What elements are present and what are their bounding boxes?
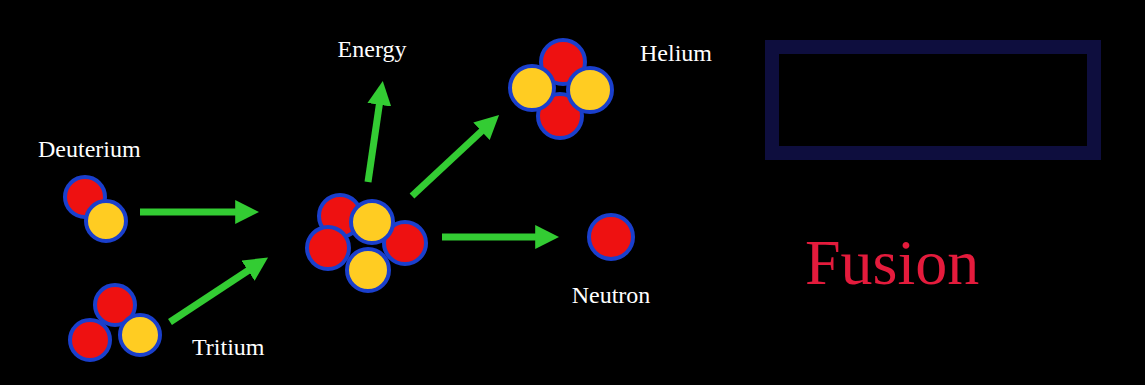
atom: Helium bbox=[507, 37, 615, 141]
particle bbox=[70, 320, 110, 360]
arrow bbox=[170, 268, 252, 322]
dark-frame bbox=[772, 47, 1094, 153]
particle bbox=[120, 315, 160, 355]
arrow bbox=[442, 234, 540, 241]
atom: Neutron bbox=[586, 212, 636, 262]
particle bbox=[86, 201, 126, 241]
particle bbox=[510, 66, 554, 110]
atom-label: Tritium bbox=[192, 334, 264, 362]
title-word: Fusion bbox=[805, 226, 979, 300]
atom-label: Deuterium bbox=[38, 136, 141, 164]
compound-nucleus bbox=[307, 195, 426, 291]
arrow bbox=[368, 100, 380, 182]
energy-label: Energy bbox=[338, 36, 407, 64]
particle bbox=[568, 68, 612, 112]
atom: Deuterium bbox=[62, 174, 129, 244]
atom-label: Helium bbox=[640, 40, 712, 68]
atom-symbol bbox=[67, 282, 163, 363]
atom-label: Neutron bbox=[572, 282, 651, 310]
atom-symbol bbox=[586, 212, 636, 262]
arrow bbox=[412, 128, 485, 196]
atom-symbol bbox=[62, 174, 129, 244]
particle bbox=[589, 215, 633, 259]
atom-symbol bbox=[507, 37, 615, 141]
atom: Tritium bbox=[67, 282, 163, 363]
arrow bbox=[140, 209, 240, 216]
